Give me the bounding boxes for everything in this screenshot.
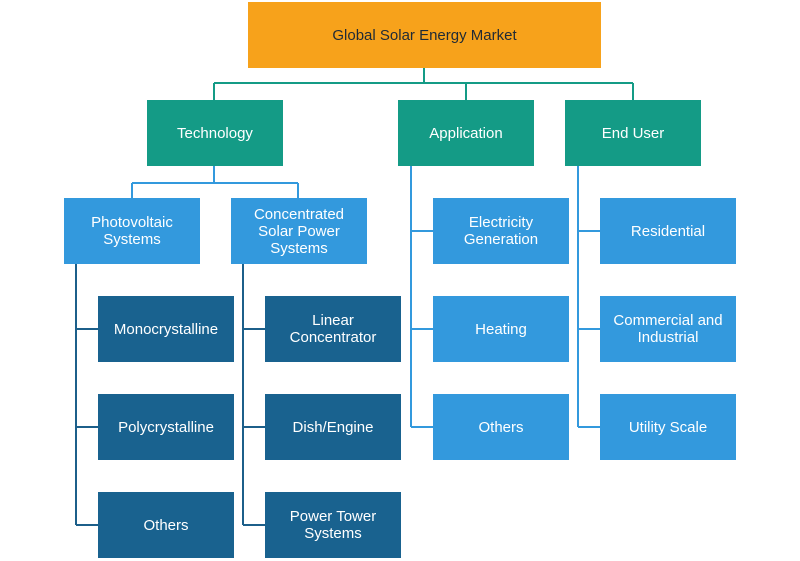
root-node: Global Solar Energy Market — [248, 2, 601, 68]
pv-monocrystalline-label: Monocrystalline — [113, 320, 219, 338]
segment-csp-label: Concentrated Solar Power Systems — [253, 205, 345, 257]
segment-photovoltaic-label: Photovoltaic Systems — [91, 214, 173, 248]
end-user-utility-scale-label: Utility Scale — [628, 418, 708, 436]
end-user-utility-scale: Utility Scale — [600, 394, 736, 460]
category-end-user: End User — [565, 100, 701, 166]
root-label: Global Solar Energy Market — [332, 26, 517, 44]
application-heating-label: Heating — [475, 320, 527, 338]
csp-dish-engine: Dish/Engine — [265, 394, 401, 460]
csp-dish-engine-label: Dish/Engine — [292, 418, 374, 436]
category-application: Application — [398, 100, 534, 166]
category-technology-label: Technology — [177, 124, 253, 142]
application-others: Others — [433, 394, 569, 460]
end-user-commercial-industrial: Commercial and Industrial — [600, 296, 736, 362]
category-end-user-label: End User — [601, 124, 665, 142]
csp-linear-concentrator: Linear Concentrator — [265, 296, 401, 362]
category-technology: Technology — [147, 100, 283, 166]
pv-others-label: Others — [143, 516, 189, 534]
end-user-residential-label: Residential — [630, 222, 706, 240]
application-heating: Heating — [433, 296, 569, 362]
segment-csp: Concentrated Solar Power Systems — [231, 198, 367, 264]
application-others-label: Others — [478, 418, 524, 436]
end-user-commercial-industrial-label: Commercial and Industrial — [613, 312, 723, 346]
csp-power-tower: Power Tower Systems — [265, 492, 401, 558]
csp-linear-concentrator-label: Linear Concentrator — [289, 312, 377, 346]
csp-power-tower-label: Power Tower Systems — [289, 508, 377, 542]
pv-others: Others — [98, 492, 234, 558]
pv-polycrystalline: Polycrystalline — [98, 394, 234, 460]
segment-photovoltaic: Photovoltaic Systems — [64, 198, 200, 264]
pv-polycrystalline-label: Polycrystalline — [118, 418, 214, 436]
pv-monocrystalline: Monocrystalline — [98, 296, 234, 362]
application-electricity-generation: Electricity Generation — [433, 198, 569, 264]
application-electricity-generation-label: Electricity Generation — [463, 214, 539, 248]
end-user-residential: Residential — [600, 198, 736, 264]
category-application-label: Application — [429, 124, 503, 142]
